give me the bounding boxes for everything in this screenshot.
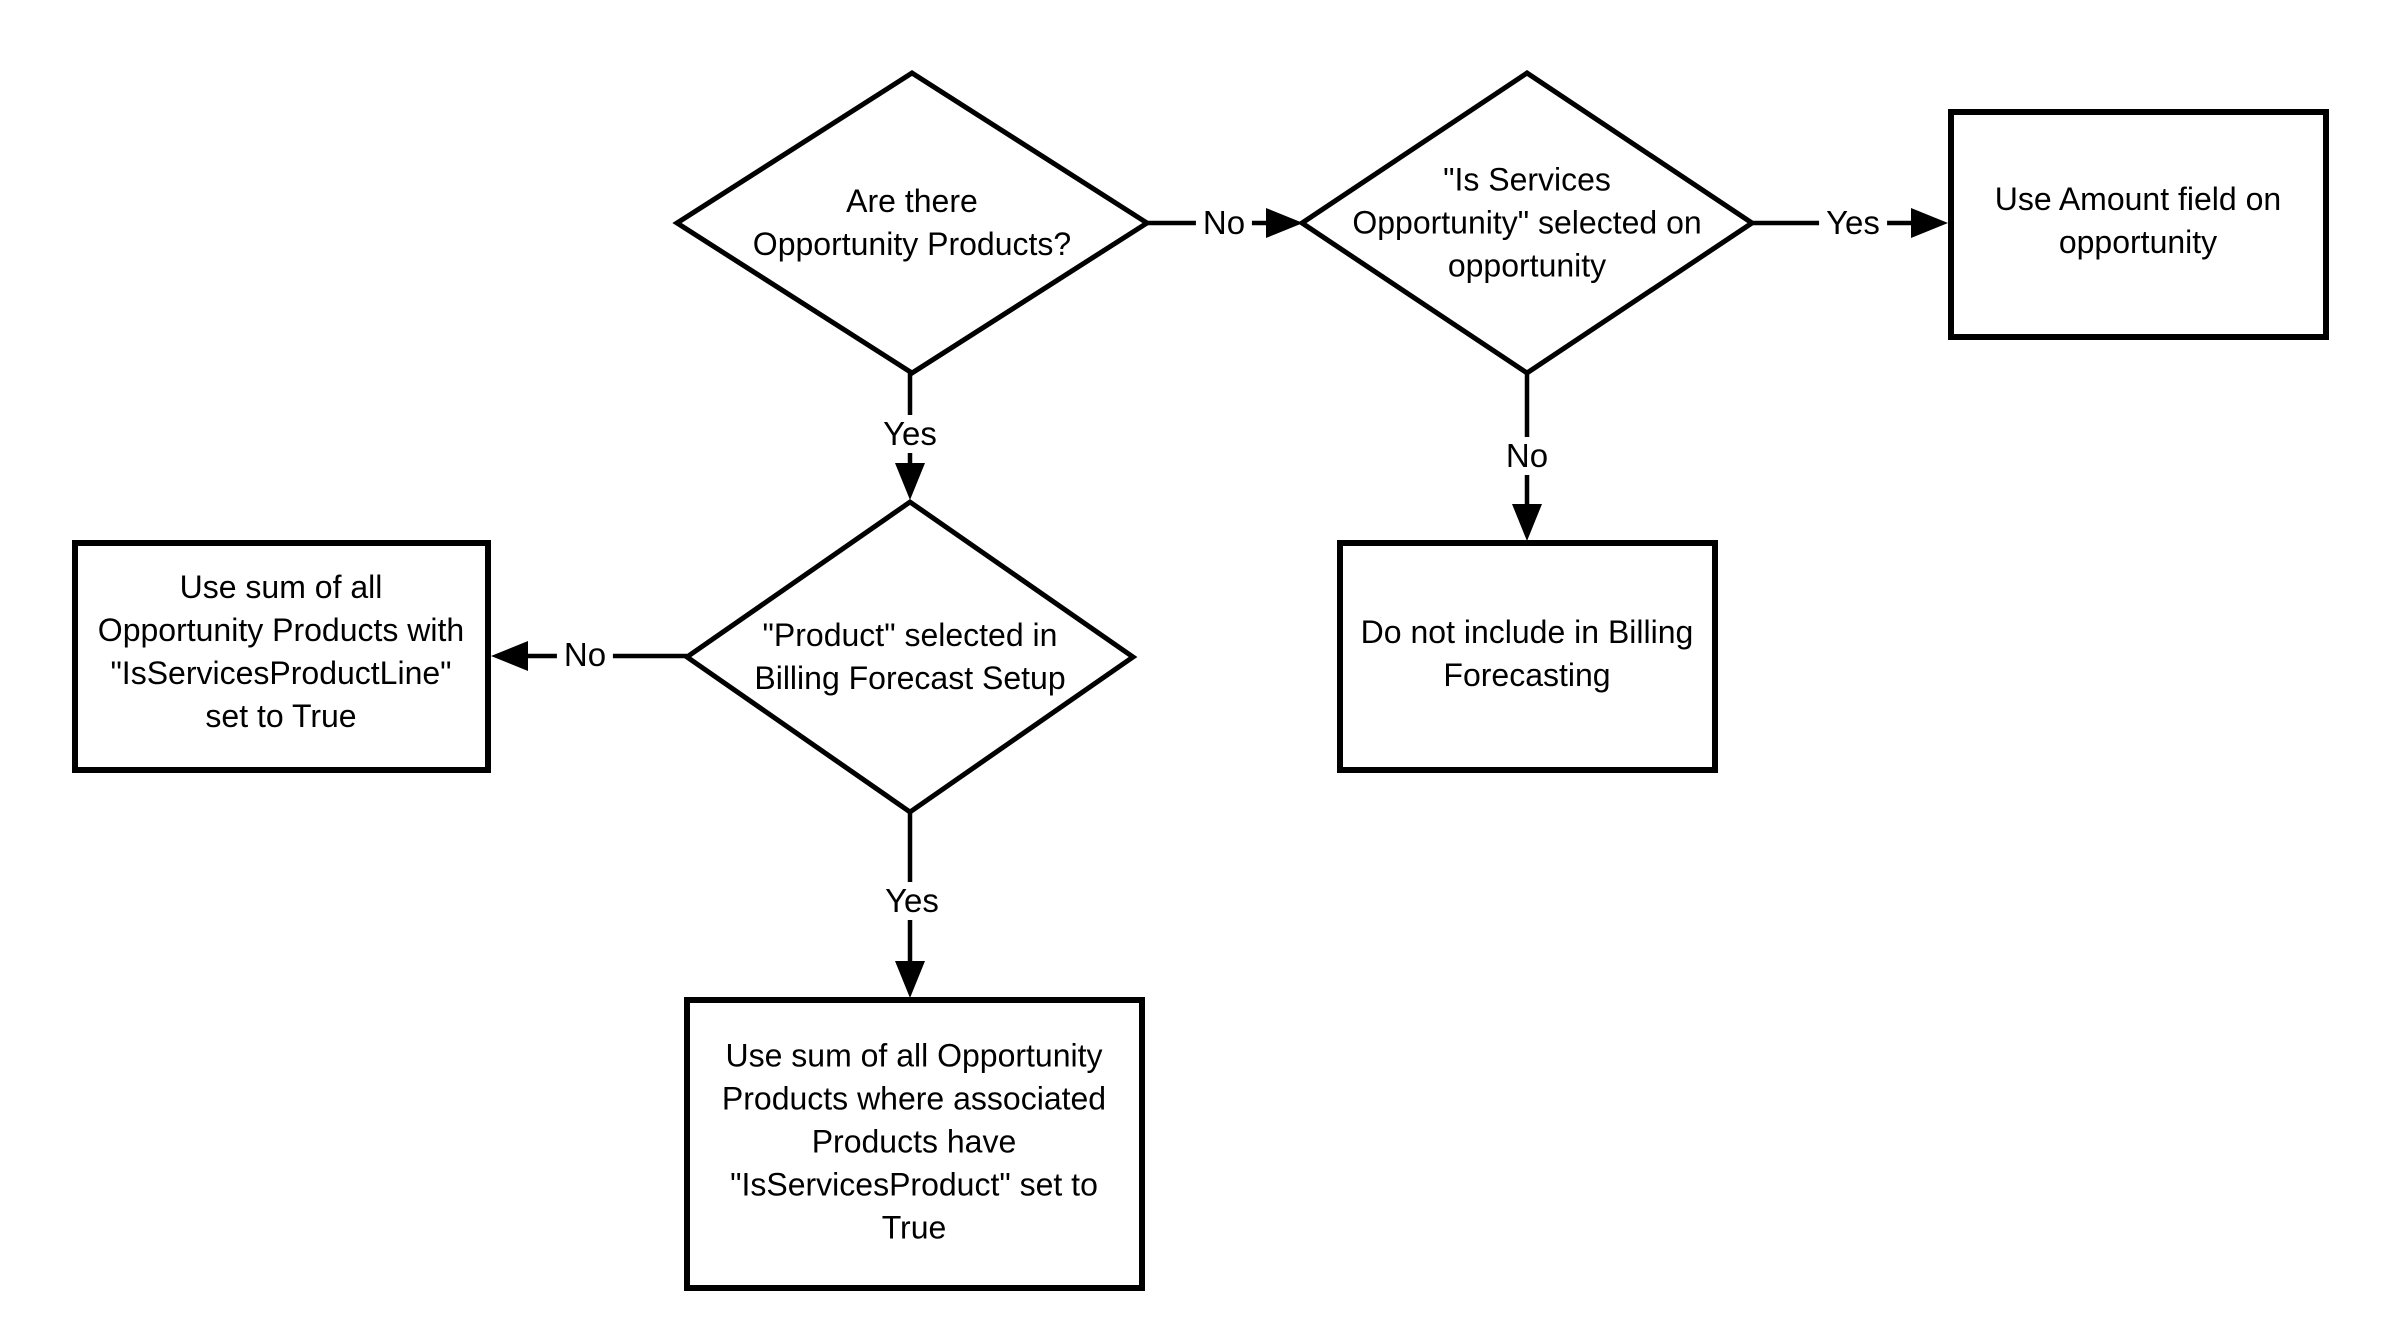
arrowhead-left-icon (491, 641, 528, 671)
decision-label-are-there-opportunity-products: Are there Opportunity Products? (752, 183, 1072, 262)
process-label-use-amount-field: Use Amount field on opportunity (1994, 181, 2282, 260)
arrowhead-right-icon (1266, 208, 1303, 238)
edge-label-no-to-do-not-include: No (1498, 437, 1556, 475)
process-sum-is-services-product-line (72, 540, 491, 773)
process-label-sum-is-services-product: Use sum of all Opportunity Products wher… (721, 1037, 1107, 1246)
process-use-amount-field (1948, 109, 2329, 340)
edge-label-no-to-sum-is-services-product-line: No (556, 636, 614, 674)
decision-product-selected-in-billing-forecast-setup (682, 498, 1138, 816)
process-sum-is-services-product (684, 997, 1145, 1291)
edge-label-yes-to-use-amount-field: Yes (1819, 204, 1887, 242)
arrowhead-down-icon (1512, 504, 1542, 541)
decision-are-there-opportunity-products (672, 70, 1152, 376)
edge-label-yes-to-sum-is-services-product: Yes (878, 882, 946, 920)
process-label-sum-is-services-product-line: Use sum of all Opportunity Products with… (97, 569, 465, 734)
process-label-do-not-include: Do not include in Billing Forecasting (1360, 614, 1694, 693)
edge-label-yes-to-product-selected: Yes (876, 415, 944, 453)
arrowhead-down-icon (895, 463, 925, 500)
arrowhead-down-icon (895, 961, 925, 998)
arrowhead-right-icon (1911, 208, 1948, 238)
process-do-not-include (1337, 540, 1718, 773)
decision-is-services-opportunity (1297, 69, 1757, 377)
decision-label-product-selected-in-billing-forecast-setup: "Product" selected in Billing Forecast S… (754, 617, 1066, 696)
decision-label-is-services-opportunity: "Is Services Opportunity" selected on op… (1352, 161, 1702, 284)
edge-label-no-to-is-services-opportunity: No (1195, 204, 1253, 242)
